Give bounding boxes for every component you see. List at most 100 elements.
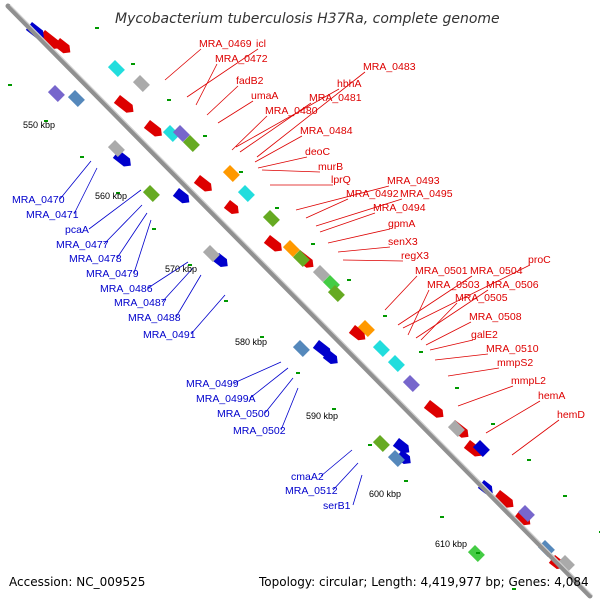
feature-block xyxy=(402,374,420,392)
gene-label[interactable]: MRA_0471 xyxy=(26,209,79,221)
feature-block xyxy=(387,449,405,467)
feature-block xyxy=(202,245,220,262)
gene-label[interactable]: umaA xyxy=(251,90,278,102)
gene-label[interactable]: gpmA xyxy=(388,218,415,230)
ruler-label: 600 kbp xyxy=(369,489,401,499)
gene-label[interactable]: MRA_0480 xyxy=(265,105,318,117)
gene-label[interactable]: mmpL2 xyxy=(511,375,546,387)
feature-block xyxy=(237,185,255,202)
gene-label[interactable]: MRA_0470 xyxy=(12,194,65,206)
gene-label[interactable]: lprQ xyxy=(331,174,351,186)
forward-gene-arrow xyxy=(493,490,514,508)
gene-label[interactable]: MRA_0500 xyxy=(217,408,270,420)
gene-label[interactable]: MRA_0493 xyxy=(387,175,440,187)
gene-label[interactable]: MRA_0499A xyxy=(196,393,256,405)
gene-label[interactable]: proC xyxy=(528,254,551,266)
genome-backbone xyxy=(5,3,593,599)
leader-line xyxy=(337,246,391,253)
gene-label[interactable]: MRA_0508 xyxy=(469,311,522,323)
feature-block xyxy=(372,435,390,452)
leader-line xyxy=(425,321,472,346)
leader-line xyxy=(116,212,148,259)
forward-gene-arrow xyxy=(223,200,239,215)
gene-label[interactable]: MRA_0512 xyxy=(285,485,338,497)
gene-label[interactable]: senX3 xyxy=(388,236,418,248)
ruler-label: 610 kbp xyxy=(435,539,467,549)
reverse-gene-arrow xyxy=(172,188,190,204)
feature-block xyxy=(107,139,125,157)
gene-label[interactable]: hbhA xyxy=(337,78,362,90)
leader-line xyxy=(429,339,474,351)
leader-line xyxy=(261,169,321,173)
gene-label[interactable]: galE2 xyxy=(471,329,498,341)
gene-label[interactable]: mmpS2 xyxy=(497,357,533,369)
feature-block xyxy=(372,339,390,357)
leader-line xyxy=(254,135,303,163)
gene-label[interactable]: MRA_0488 xyxy=(128,312,181,324)
gene-label[interactable]: MRA_0487 xyxy=(114,297,167,309)
gene-label[interactable]: MRA_0484 xyxy=(300,125,353,137)
gene-label[interactable]: hemA xyxy=(538,390,565,402)
forward-gene-arrow xyxy=(423,400,444,418)
feature-block xyxy=(292,340,310,357)
leader-line xyxy=(342,259,404,262)
feature-block xyxy=(172,125,190,142)
gene-label[interactable]: regX3 xyxy=(401,250,429,262)
gene-label[interactable]: MRA_0472 xyxy=(215,53,268,65)
gene-label[interactable]: MRA_0505 xyxy=(455,292,508,304)
leader-line xyxy=(352,474,363,506)
gene-label[interactable]: icl xyxy=(256,38,266,50)
gene-label[interactable]: serB1 xyxy=(323,500,351,512)
gene-label[interactable]: MRA_0478 xyxy=(69,253,122,265)
leader-line xyxy=(103,204,143,245)
gene-label[interactable]: MRA_0469 xyxy=(199,38,252,50)
forward-gene-arrow xyxy=(143,120,162,137)
backbone-highlight xyxy=(9,4,593,596)
gene-label[interactable]: MRA_0483 xyxy=(363,61,416,73)
gene-label[interactable]: MRA_0503 xyxy=(427,279,480,291)
gene-label[interactable]: cmaA2 xyxy=(291,471,324,483)
gene-label[interactable]: deoC xyxy=(305,146,331,158)
leader-line xyxy=(280,387,299,431)
gene-label[interactable]: MRA_0499 xyxy=(186,378,239,390)
gene-label[interactable]: MRA_0491 xyxy=(143,329,196,341)
gene-label[interactable]: MRA_0481 xyxy=(309,92,362,104)
leader-line xyxy=(186,48,259,98)
gene-label[interactable]: fadB2 xyxy=(236,75,264,87)
leader-line xyxy=(249,367,289,399)
gene-label[interactable]: MRA_0479 xyxy=(86,268,139,280)
gene-label[interactable]: MRA_0510 xyxy=(486,343,539,355)
gene-label[interactable]: MRA_0486 xyxy=(100,283,153,295)
leader-line xyxy=(332,462,359,491)
forward-gene-arrow xyxy=(463,440,482,457)
gene-label[interactable]: MRA_0492 xyxy=(346,188,399,200)
gene-label[interactable]: MRA_0495 xyxy=(400,188,453,200)
leader-line xyxy=(195,63,218,106)
gene-label[interactable]: MRA_0502 xyxy=(233,425,286,437)
feature-block xyxy=(182,135,200,152)
gene-label[interactable]: MRA_0494 xyxy=(373,202,426,214)
feature-block xyxy=(447,419,465,437)
leader-line xyxy=(239,102,312,153)
label-leader-lines xyxy=(59,48,560,506)
feature-block xyxy=(67,90,85,107)
leader-line xyxy=(175,274,202,318)
gene-label[interactable]: murB xyxy=(318,161,343,173)
forward-gene-arrow xyxy=(193,175,212,192)
gene-label[interactable]: MRA_0501 xyxy=(415,265,468,277)
leader-line xyxy=(295,185,390,211)
feature-block xyxy=(292,250,310,267)
leader-line xyxy=(407,289,430,336)
feature-tracks xyxy=(8,22,600,590)
gene-label[interactable]: MRA_0477 xyxy=(56,239,109,251)
leader-line xyxy=(319,212,376,233)
gene-label[interactable]: MRA_0504 xyxy=(470,265,523,277)
ruler-label: 590 kbp xyxy=(306,411,338,421)
gene-label[interactable]: hemD xyxy=(557,409,585,421)
gene-label[interactable]: MRA_0506 xyxy=(486,279,539,291)
feature-block xyxy=(47,85,65,102)
reverse-gene-arrow xyxy=(392,438,410,454)
gene-label[interactable]: pcaA xyxy=(65,224,89,236)
leader-line xyxy=(233,361,282,384)
